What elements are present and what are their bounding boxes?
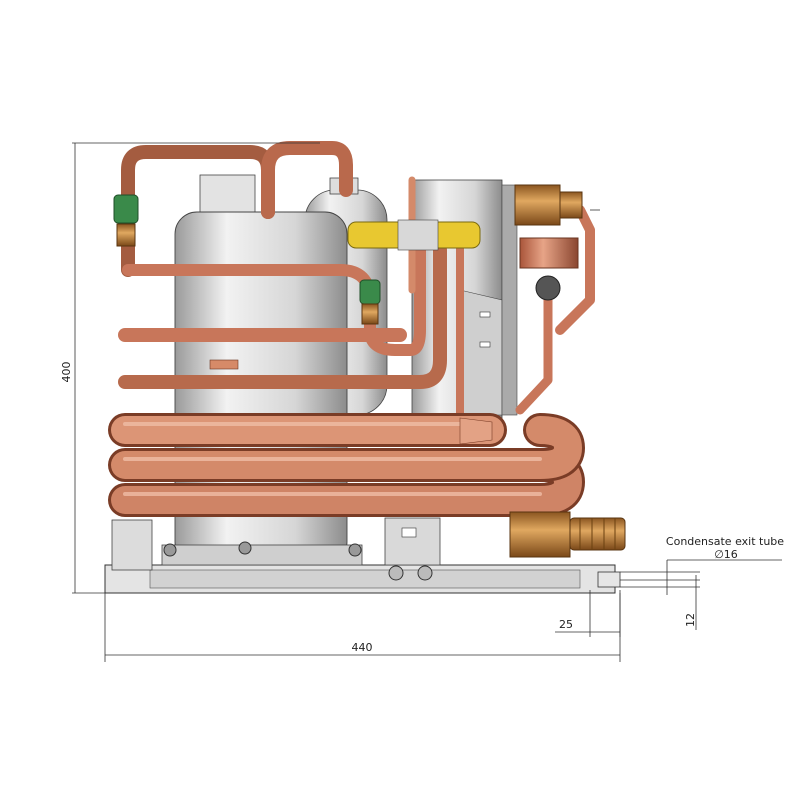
fittings <box>113 184 626 558</box>
dimension-offset: 25 <box>559 618 573 631</box>
water-inlet-fitting <box>514 184 561 226</box>
water-outlet-fitting <box>509 511 571 558</box>
base-frame <box>104 517 621 594</box>
dimension-height: 400 <box>60 362 73 383</box>
dimension-tube-height: 12 <box>684 613 697 627</box>
capillary-coil <box>519 237 579 269</box>
condensate-exit-tube <box>597 571 621 588</box>
service-valve-right <box>359 279 381 305</box>
callout-diameter: ∅16 <box>714 548 738 561</box>
dimension-lines <box>72 142 782 662</box>
callout-title: Condensate exit tube <box>666 535 784 548</box>
condenser-coil <box>108 413 585 517</box>
service-valve-left <box>113 194 139 224</box>
dimension-width: 440 <box>352 641 373 654</box>
copper-pipework <box>118 141 595 419</box>
expansion-valve <box>535 275 561 301</box>
